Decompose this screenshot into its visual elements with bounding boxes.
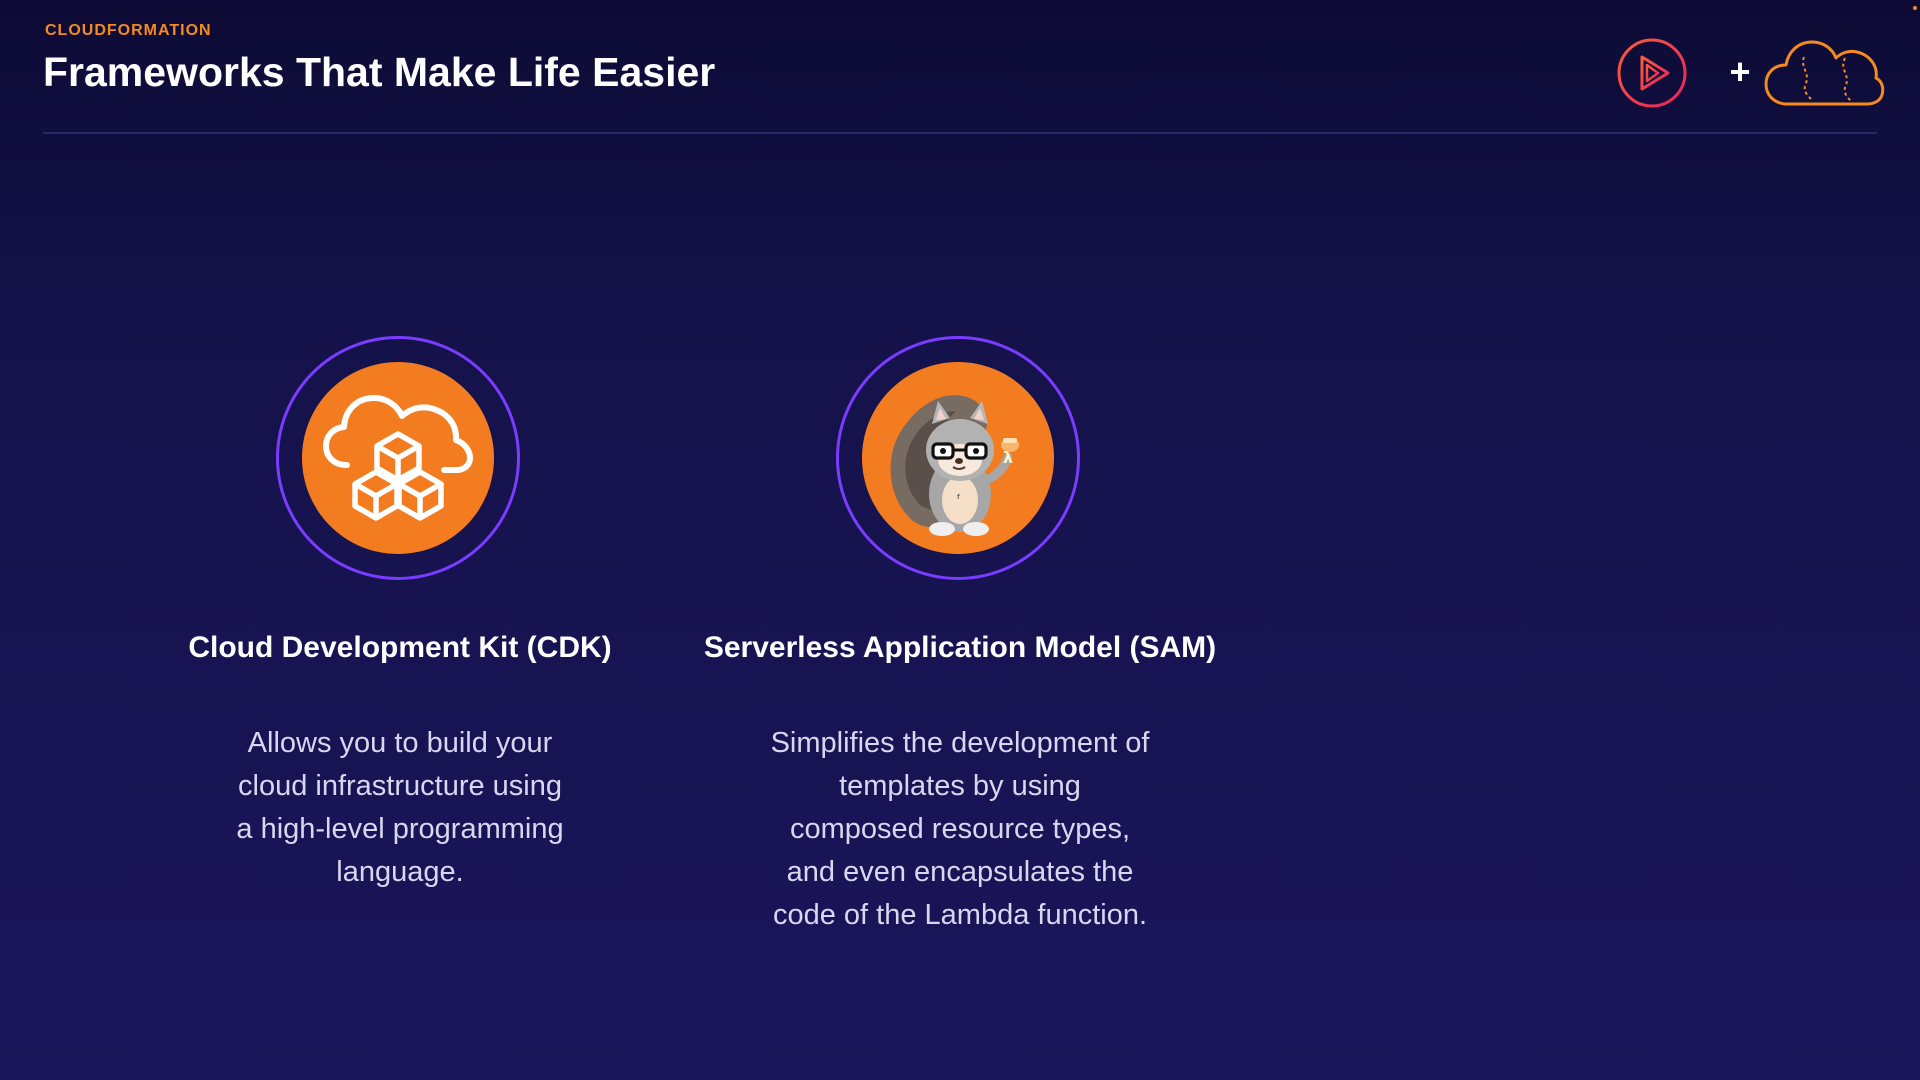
play-logo-icon	[1617, 38, 1687, 108]
sam-description-line-3: composed resource types,	[789, 813, 1131, 845]
cdk-description-line-4: language.	[336, 856, 464, 888]
sam-description-line-2: templates by using	[839, 770, 1081, 802]
cdk-description-line-1: Allows you to build your	[247, 727, 553, 759]
corner-dot	[1913, 6, 1917, 10]
plus-sign: +	[1729, 51, 1751, 92]
cdk-description-line-2: cloud infrastructure using	[238, 770, 562, 802]
cdk-description-line-3: a high-level programming	[236, 813, 564, 845]
sam-description-line-4: and even encapsulates the	[786, 856, 1134, 888]
cloud-logo-icon	[1764, 40, 1885, 106]
squirrel-mascot-icon: ᶠ λ	[890, 395, 1019, 536]
sam-card: ᶠ λ	[700, 336, 1220, 956]
page-title: Frameworks That Make Life Easier	[43, 49, 716, 95]
cdk-description: Allows you to build your cloud infrastru…	[200, 722, 600, 894]
header-divider	[43, 132, 1877, 134]
brand-area: +	[1616, 34, 1886, 112]
cdk-title: Cloud Development Kit (CDK)	[188, 631, 612, 664]
cdk-card: Cloud Development Kit (CDK) Allows you t…	[140, 336, 660, 956]
sam-description-line-1: Simplifies the development of	[770, 727, 1150, 759]
sam-description: Simplifies the development of templates …	[760, 722, 1160, 937]
lambda-symbol: λ	[1003, 448, 1013, 467]
cdk-icon-circle	[302, 362, 494, 554]
slide-header: CLOUDFORMATION Frameworks That Make Life…	[0, 0, 1920, 135]
svg-text:ᶠ: ᶠ	[957, 492, 961, 506]
section-label: CLOUDFORMATION	[45, 22, 212, 39]
cdk-icon-ring	[276, 336, 520, 580]
cloud-cubes-icon	[323, 395, 473, 521]
sam-icon-ring: ᶠ λ	[836, 336, 1080, 580]
sam-description-line-5: code of the Lambda function.	[772, 899, 1148, 931]
sam-title: Serverless Application Model (SAM)	[703, 631, 1217, 664]
sam-icon-circle: ᶠ λ	[862, 362, 1054, 554]
